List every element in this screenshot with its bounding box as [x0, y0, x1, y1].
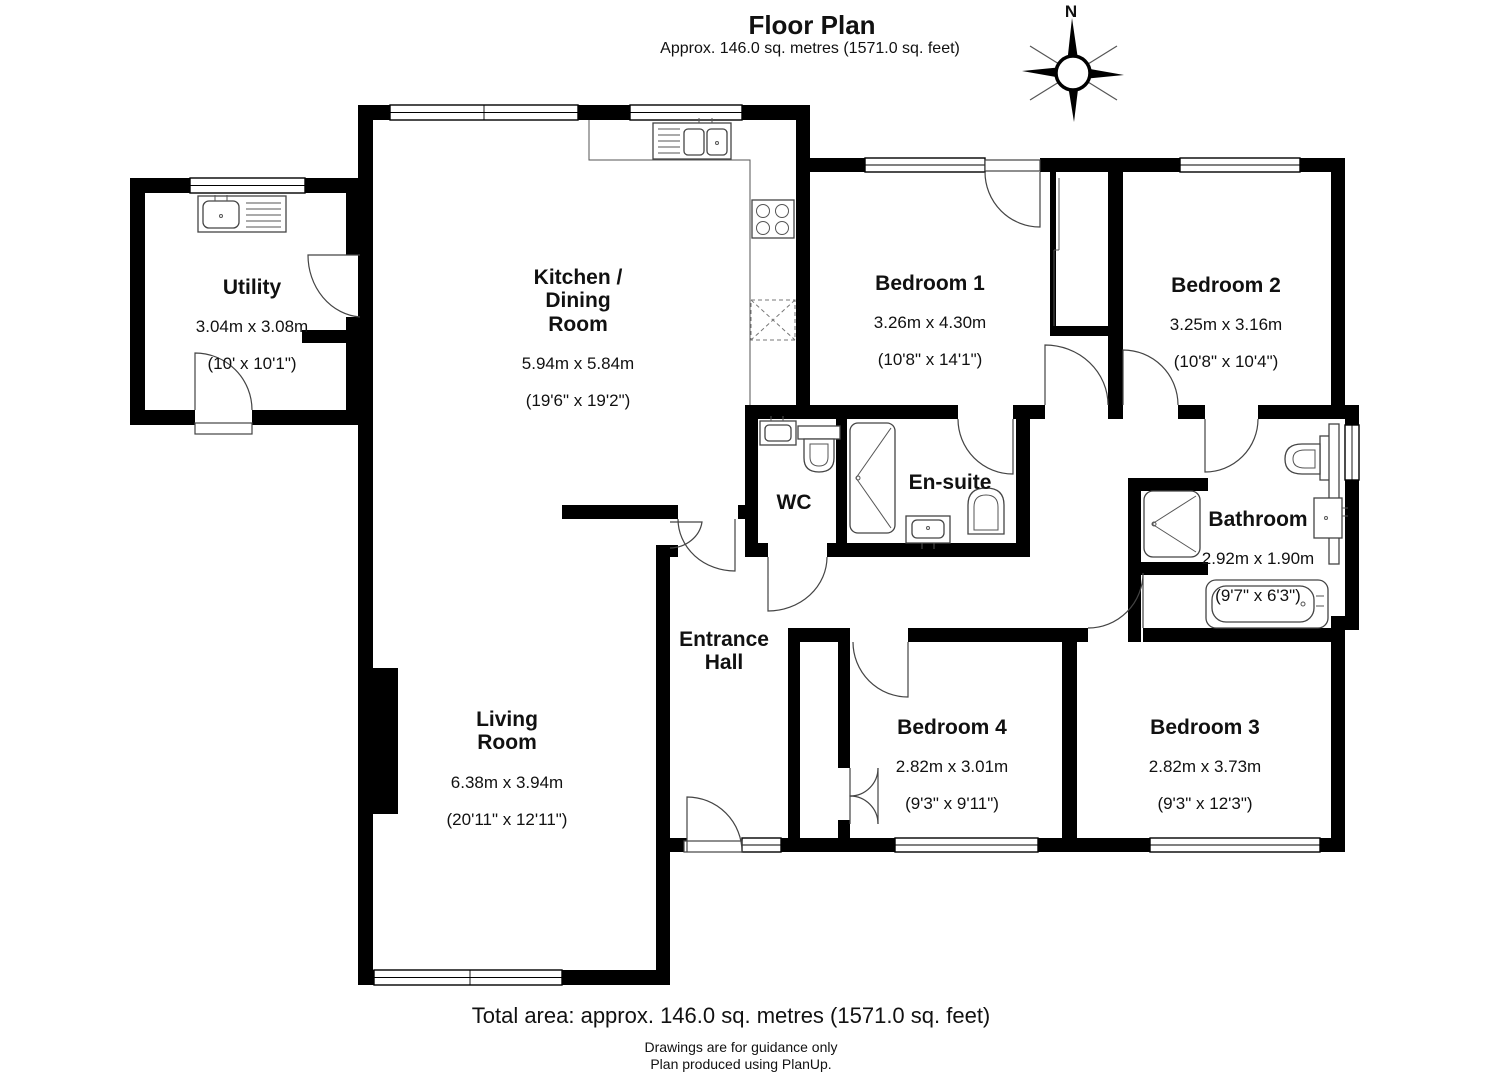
room-label-ensuite: En-suite [908, 470, 992, 494]
bath-icon [1205, 579, 1329, 629]
bathroom-shower-icon [1143, 490, 1201, 558]
window-icon [389, 104, 579, 121]
fixtures [197, 118, 1348, 629]
room-label-living: Living Room 6.38m x 3.94m (20'11" x 12'1… [446, 707, 568, 829]
compass-rose-icon [1022, 18, 1124, 122]
door-arc [677, 518, 736, 572]
wc-basin-icon [759, 416, 797, 446]
window-icon [894, 837, 1039, 853]
page-subtitle: Approx. 146.0 sq. metres (1571.0 sq. fee… [660, 40, 960, 57]
window-icon [1149, 837, 1321, 853]
door-arc [852, 641, 909, 698]
window-icon [864, 157, 986, 173]
window-icon [373, 969, 563, 986]
room-label-bedroom1: Bedroom 1 3.26m x 4.30m (10'8" x 14'1") [873, 271, 987, 370]
wardrobe-sliding-door-icon [1053, 178, 1060, 326]
compass-north-label: N [1064, 2, 1078, 21]
guidance-note: Drawings are for guidance only [644, 1039, 838, 1055]
room-label-bathroom: Bathroom 2.92m x 1.90m (9'7" x 6'3") [1201, 507, 1315, 606]
door-arc [1204, 418, 1259, 473]
front-door-arc [683, 796, 743, 853]
utility-sink-icon [197, 195, 287, 233]
page-title: Floor Plan [748, 10, 876, 40]
bathroom-toilet-icon [1284, 435, 1333, 481]
door-arc [669, 521, 703, 549]
ensuite-toilet-icon [967, 487, 1005, 535]
room-label-bedroom2: Bedroom 2 3.25m x 3.16m (10'8" x 10'4") [1169, 273, 1283, 372]
walls [130, 105, 1359, 985]
double-door-arc [849, 767, 879, 825]
window-icon [1179, 157, 1301, 173]
wc-toilet-icon [797, 425, 841, 473]
kitchen-sink-icon [652, 118, 732, 160]
room-label-entrance-hall: Entrance Hall [679, 627, 769, 675]
door-arc [1122, 349, 1179, 406]
room-label-kitchen: Kitchen / Dining Room 5.94m x 5.84m (19'… [521, 265, 635, 411]
door-arc [957, 418, 1014, 475]
ensuite-shower-icon [849, 422, 896, 534]
bathroom-vanity-icon [1313, 423, 1348, 565]
doors [194, 159, 1259, 853]
door-arc [307, 254, 361, 318]
window-icon [741, 837, 782, 853]
window-icon [1344, 424, 1360, 481]
room-label-wc: WC [776, 490, 812, 514]
door-arc [767, 556, 828, 612]
room-label-bedroom3: Bedroom 3 2.82m x 3.73m (9'3" x 12'3") [1148, 715, 1262, 814]
door-arc [984, 159, 1041, 228]
windows [189, 104, 1360, 986]
ensuite-basin-icon [905, 515, 951, 549]
room-label-bedroom4: Bedroom 4 2.82m x 3.01m (9'3" x 9'11") [895, 715, 1009, 814]
window-icon [189, 177, 306, 194]
appliance-space-icon [750, 299, 796, 341]
door-arc [1087, 572, 1144, 629]
door-arc [1044, 344, 1109, 406]
kitchen-counter-line [588, 120, 751, 405]
window-icon [629, 104, 743, 121]
room-label-utility: Utility 3.04m x 3.08m (10' x 10'1") [195, 275, 309, 374]
door-arc [194, 352, 253, 435]
producer-note: Plan produced using PlanUp. [650, 1056, 832, 1072]
hob-icon [751, 199, 795, 239]
total-area-text: Total area: approx. 146.0 sq. metres (15… [471, 1003, 991, 1028]
